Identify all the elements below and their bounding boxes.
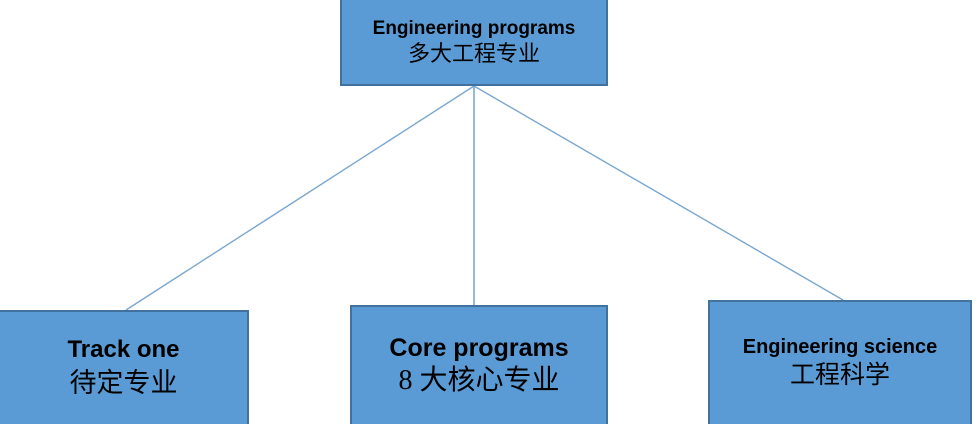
node-engineering-programs-label-zh: 多大工程专业 xyxy=(407,40,540,66)
node-engineering-programs-label-en: Engineering programs xyxy=(372,17,576,39)
connector-root-to-engineering-science xyxy=(473,85,844,301)
node-engineering-programs[interactable]: Engineering programs 多大工程专业 xyxy=(340,0,608,86)
node-track-one-label-zh: 待定专业 xyxy=(69,368,178,399)
node-core-programs-label-en: Core programs xyxy=(389,334,569,363)
node-engineering-science-label-en: Engineering science xyxy=(742,335,938,358)
node-track-one[interactable]: Track one 待定专业 xyxy=(0,310,249,424)
node-core-programs-label-zh: 8 大核心专业 xyxy=(398,365,560,397)
node-track-one-label-en: Track one xyxy=(67,336,180,364)
connector-root-to-track-one xyxy=(125,85,475,311)
node-core-programs[interactable]: Core programs 8 大核心专业 xyxy=(350,305,608,424)
node-engineering-science-label-zh: 工程科学 xyxy=(789,362,890,390)
node-engineering-science[interactable]: Engineering science 工程科学 xyxy=(708,300,972,424)
